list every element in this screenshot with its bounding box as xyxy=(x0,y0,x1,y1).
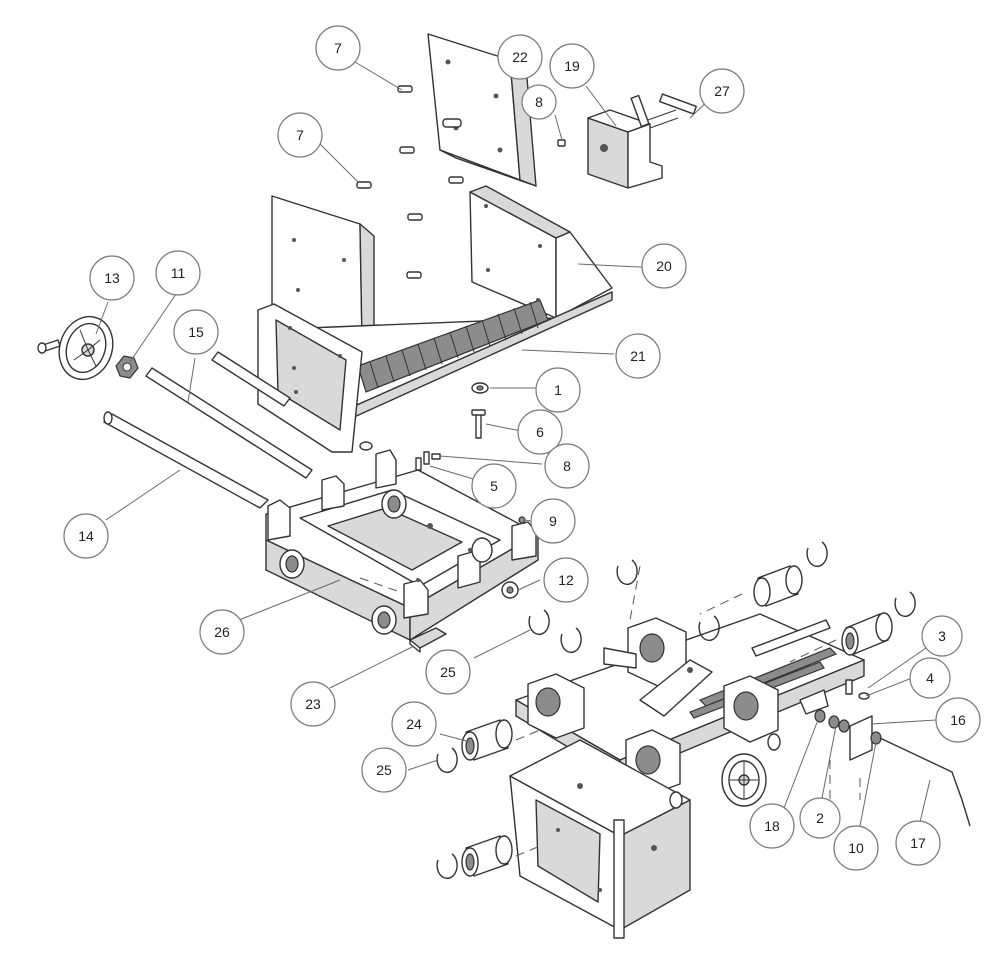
callout-balloon: 25 xyxy=(425,649,471,695)
vise-body-part xyxy=(257,185,613,453)
leadscrew-part xyxy=(145,351,313,479)
callout-balloon: 24 xyxy=(391,701,437,747)
callout-label: 7 xyxy=(334,40,342,56)
callout-label: 26 xyxy=(214,624,230,640)
key-part xyxy=(409,627,447,653)
callout-balloon: 2 xyxy=(799,797,841,839)
callout-label: 22 xyxy=(512,49,528,65)
callout-balloon: 6 xyxy=(517,409,563,455)
callout-balloon: 7 xyxy=(277,112,323,158)
callout-balloon: 20 xyxy=(641,243,687,289)
nut-part xyxy=(115,355,139,379)
callout-balloon: 9 xyxy=(530,498,576,544)
callout-balloon: 15 xyxy=(173,309,219,355)
callout-balloon: 27 xyxy=(699,68,745,114)
callout-label: 23 xyxy=(305,696,321,712)
callout-label: 7 xyxy=(296,127,304,143)
stop-block-part xyxy=(587,93,697,189)
callout-label: 13 xyxy=(104,270,120,286)
callout-label: 11 xyxy=(171,265,186,281)
callout-balloon: 5 xyxy=(471,463,517,509)
callout-label: 1 xyxy=(554,382,562,398)
callout-balloon: 21 xyxy=(615,333,661,379)
callout-balloon: 11 xyxy=(155,250,201,296)
callout-label: 21 xyxy=(630,348,646,364)
callout-label: 15 xyxy=(188,324,204,340)
callout-label: 12 xyxy=(558,572,574,588)
bolt-part xyxy=(471,409,486,439)
callout-balloon: 17 xyxy=(895,820,941,866)
callout-label: 9 xyxy=(549,513,557,529)
pivot-nut-part xyxy=(501,581,519,599)
callout-label: 5 xyxy=(490,478,498,494)
assembly-lines xyxy=(359,565,861,857)
callout-balloon: 12 xyxy=(543,557,589,603)
callout-label: 19 xyxy=(564,58,580,74)
callout-label: 20 xyxy=(656,258,672,274)
carriage-part xyxy=(265,449,539,641)
callout-balloon: 13 xyxy=(89,255,135,301)
callout-balloon: 8 xyxy=(521,84,557,120)
washer-part xyxy=(471,382,489,394)
callout-label: 27 xyxy=(714,83,730,99)
callout-label: 24 xyxy=(406,716,422,732)
callout-label: 18 xyxy=(764,818,780,834)
callout-balloon: 16 xyxy=(935,697,981,743)
callout-label: 14 xyxy=(78,528,94,544)
callout-label: 4 xyxy=(926,670,934,686)
callout-label: 3 xyxy=(938,628,946,644)
callout-label: 2 xyxy=(816,810,824,826)
screw-part xyxy=(356,85,566,279)
callout-balloon: 14 xyxy=(63,513,109,559)
callout-balloon: 1 xyxy=(535,367,581,413)
callout-label: 17 xyxy=(910,835,926,851)
callout-balloon: 26 xyxy=(199,609,245,655)
callout-label: 8 xyxy=(535,94,543,110)
callout-label: 25 xyxy=(376,762,392,778)
callout-label: 8 xyxy=(563,458,571,474)
callout-label: 25 xyxy=(440,664,456,680)
callout-balloon: 4 xyxy=(909,657,951,699)
callouts: 7 22 19 27 8 7 20 13 11 15 21 1 6 8 5 9 … xyxy=(63,25,981,871)
callout-label: 10 xyxy=(848,840,864,856)
callout-balloon: 8 xyxy=(544,443,590,489)
callout-label: 16 xyxy=(950,712,966,728)
callout-balloon: 23 xyxy=(290,681,336,727)
bushing-part xyxy=(461,565,893,877)
handwheel-part xyxy=(37,315,114,381)
base-part xyxy=(509,613,971,939)
callout-balloon: 10 xyxy=(833,825,879,871)
callout-label: 6 xyxy=(536,424,544,440)
retaining-ring-part xyxy=(436,541,916,880)
callout-balloon: 7 xyxy=(315,25,361,71)
callout-balloon: 18 xyxy=(749,803,795,849)
callout-balloon: 22 xyxy=(497,34,543,80)
callout-balloon: 19 xyxy=(549,43,595,89)
callout-balloon: 3 xyxy=(921,615,963,657)
clamp-plate-part xyxy=(427,33,537,187)
guide-rod-part xyxy=(103,411,269,509)
leader-lines xyxy=(95,59,937,827)
callout-balloon: 25 xyxy=(361,747,407,793)
